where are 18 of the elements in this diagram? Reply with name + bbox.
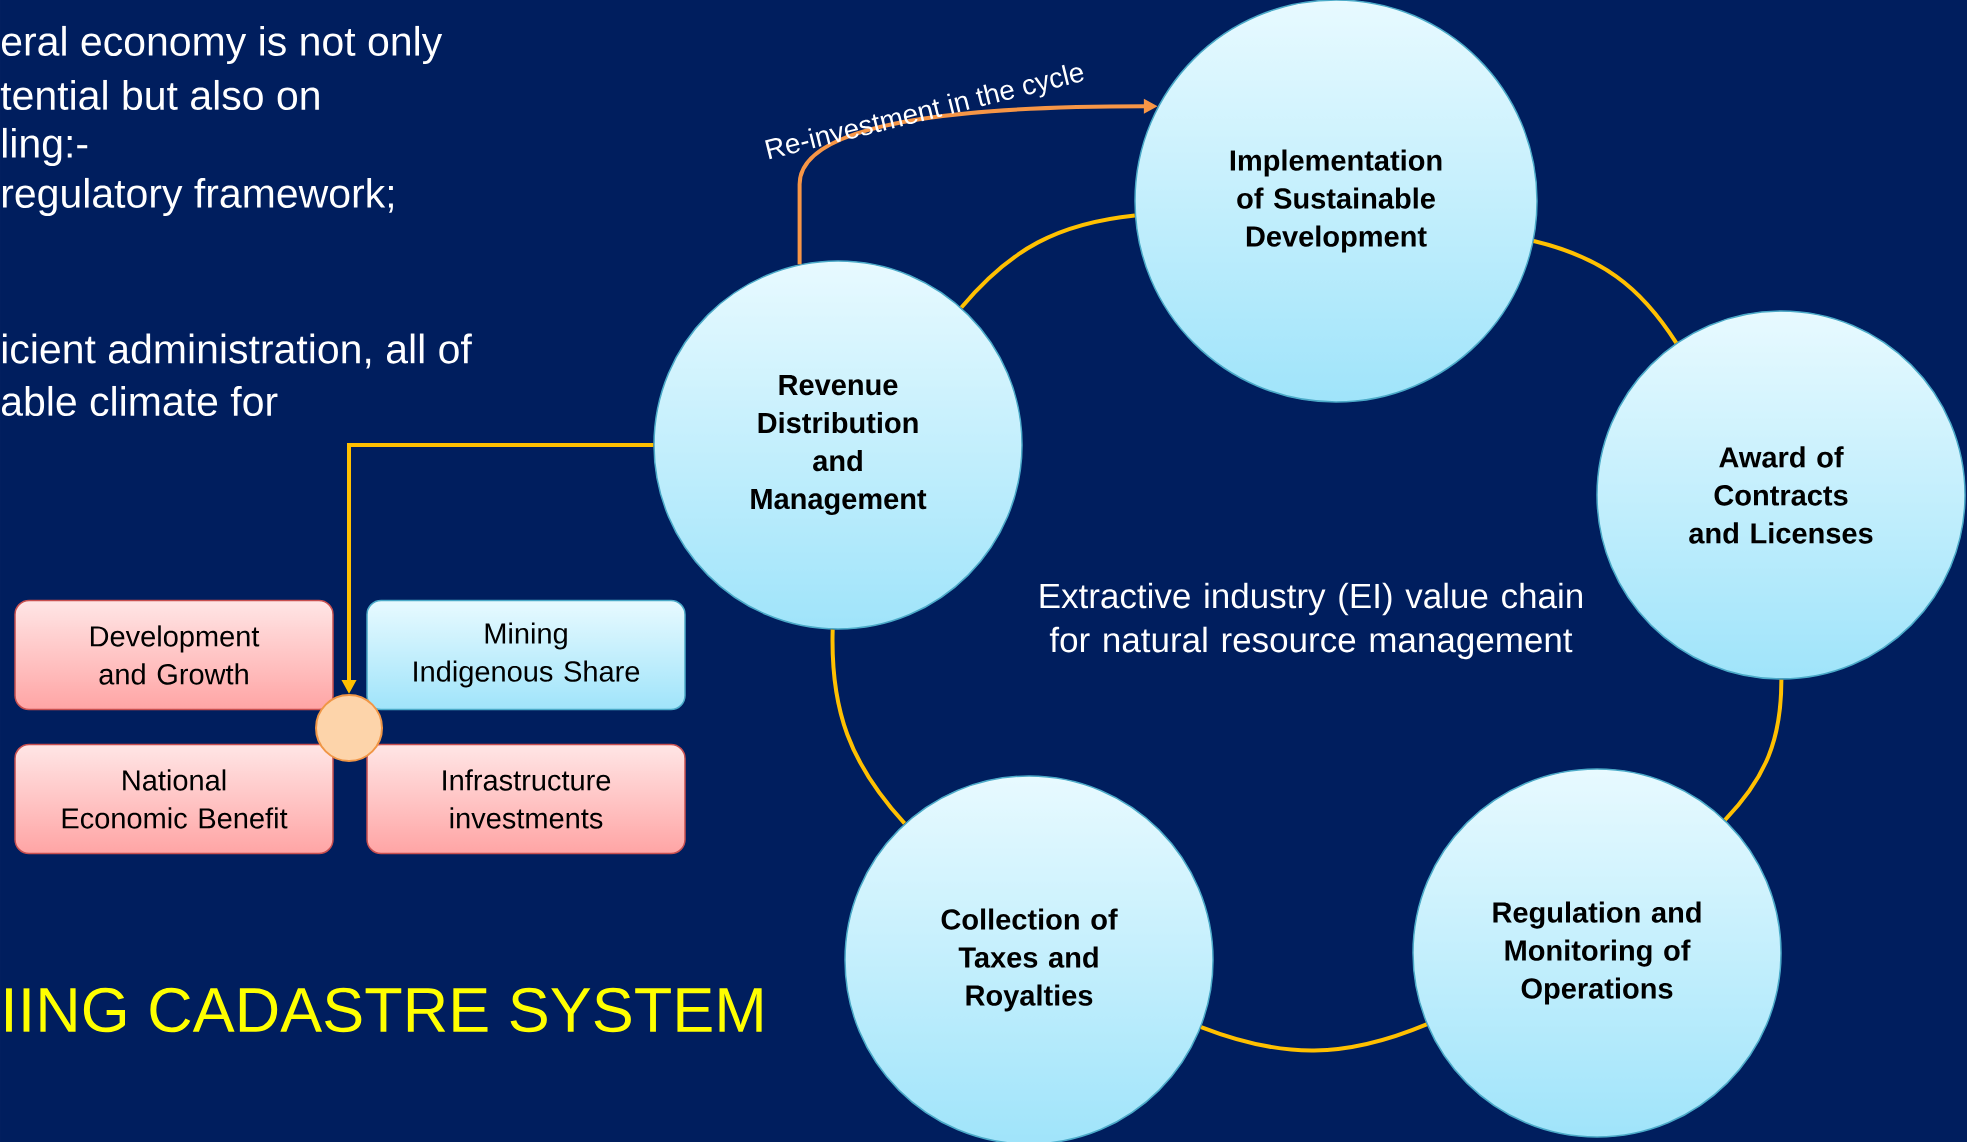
body-text: tential but also on bbox=[0, 79, 319, 111]
body-text: ling:- bbox=[2, 127, 88, 167]
body-text: eral economy is not only bbox=[1, 25, 443, 65]
outcome-box: Mining Indigenous Share bbox=[366, 599, 686, 711]
connector-line bbox=[1533, 239, 1678, 344]
slide-title: IING CADASTRE SYSTEM bbox=[6, 987, 762, 1033]
outcome-box: Infrastructure investments bbox=[366, 743, 686, 855]
junction-circle bbox=[315, 694, 383, 762]
center-caption: Extractive industry (EI) value chain for natural resource management bbox=[1040, 582, 1582, 660]
outcome-box: Development and Growth bbox=[14, 599, 334, 711]
body-text: icient administration, all of bbox=[2, 333, 472, 369]
body-text: able climate for bbox=[1, 385, 278, 417]
connector-line bbox=[959, 213, 1136, 309]
connector-line bbox=[1200, 1022, 1428, 1053]
outcome-box: National Economic Benefit bbox=[14, 743, 334, 855]
connector-line bbox=[830, 629, 907, 825]
connector-line bbox=[1723, 679, 1784, 822]
body-text: regulatory framework; bbox=[2, 177, 393, 217]
